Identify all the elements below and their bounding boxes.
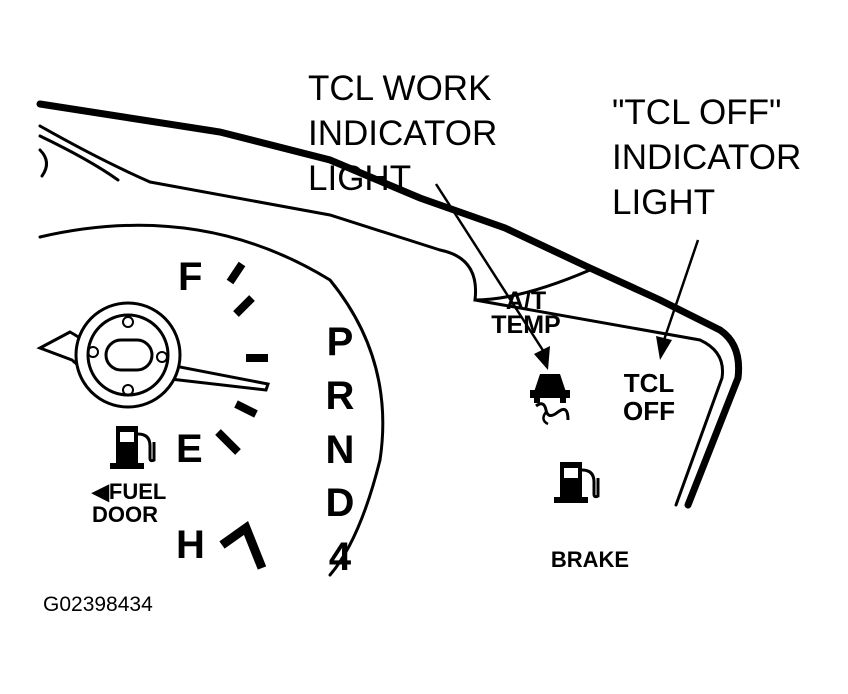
- leader-lines: [434, 183, 700, 353]
- gear-n: N: [326, 428, 355, 472]
- fuel-pump-icon: [110, 426, 156, 469]
- tcl-off-lamp-label-1: TCL: [624, 368, 675, 398]
- tcl-off-callout: "TCL OFF" INDICATOR LIGHT: [612, 90, 801, 225]
- tcl-work-callout-line-2: INDICATOR: [308, 114, 498, 153]
- at-temp-label-1: A/T: [506, 287, 546, 315]
- tcl-off-lamp-label-2: OFF: [623, 396, 675, 426]
- fuel-door-label-2: DOOR: [92, 502, 158, 527]
- tcl-off-callout-line-2: INDICATOR: [612, 138, 802, 177]
- tcl-off-arrowhead: [656, 336, 672, 360]
- figure-id: G02398434: [43, 593, 153, 616]
- fuel-full-label: F: [178, 255, 202, 299]
- gear-d: D: [326, 481, 355, 525]
- gear-p: P: [327, 320, 354, 364]
- gear-indicator: P R N D 4: [326, 320, 355, 579]
- traction-control-icon: [530, 374, 570, 426]
- gear-4: 4: [329, 535, 352, 579]
- gauge-pivot-icon: [36, 301, 270, 409]
- cluster-bezel: [36, 100, 743, 577]
- tcl-off-callout-line-1: "TCL OFF": [612, 93, 782, 132]
- tcl-work-callout-line-1: TCL WORK: [308, 69, 492, 108]
- tcl-work-callout-line-3: LIGHT: [308, 159, 412, 198]
- tcl-off-callout-line-3: LIGHT: [612, 183, 716, 222]
- fuel-empty-label: E: [176, 427, 203, 471]
- temp-hot-label: H: [176, 523, 205, 567]
- tcl-work-callout: TCL WORK INDICATOR LIGHT: [308, 66, 497, 201]
- temp-hot-tick: [219, 521, 267, 570]
- fuel-door-label-1: ◀FUEL: [91, 479, 166, 504]
- brake-lamp-label: BRAKE: [551, 547, 629, 572]
- fuel-pump-icon: [554, 462, 600, 503]
- tcl-work-arrowhead: [534, 346, 550, 370]
- at-temp-label-2: TEMP: [491, 311, 560, 339]
- fuel-gauge-ticks: [215, 261, 268, 455]
- gear-r: R: [326, 374, 355, 418]
